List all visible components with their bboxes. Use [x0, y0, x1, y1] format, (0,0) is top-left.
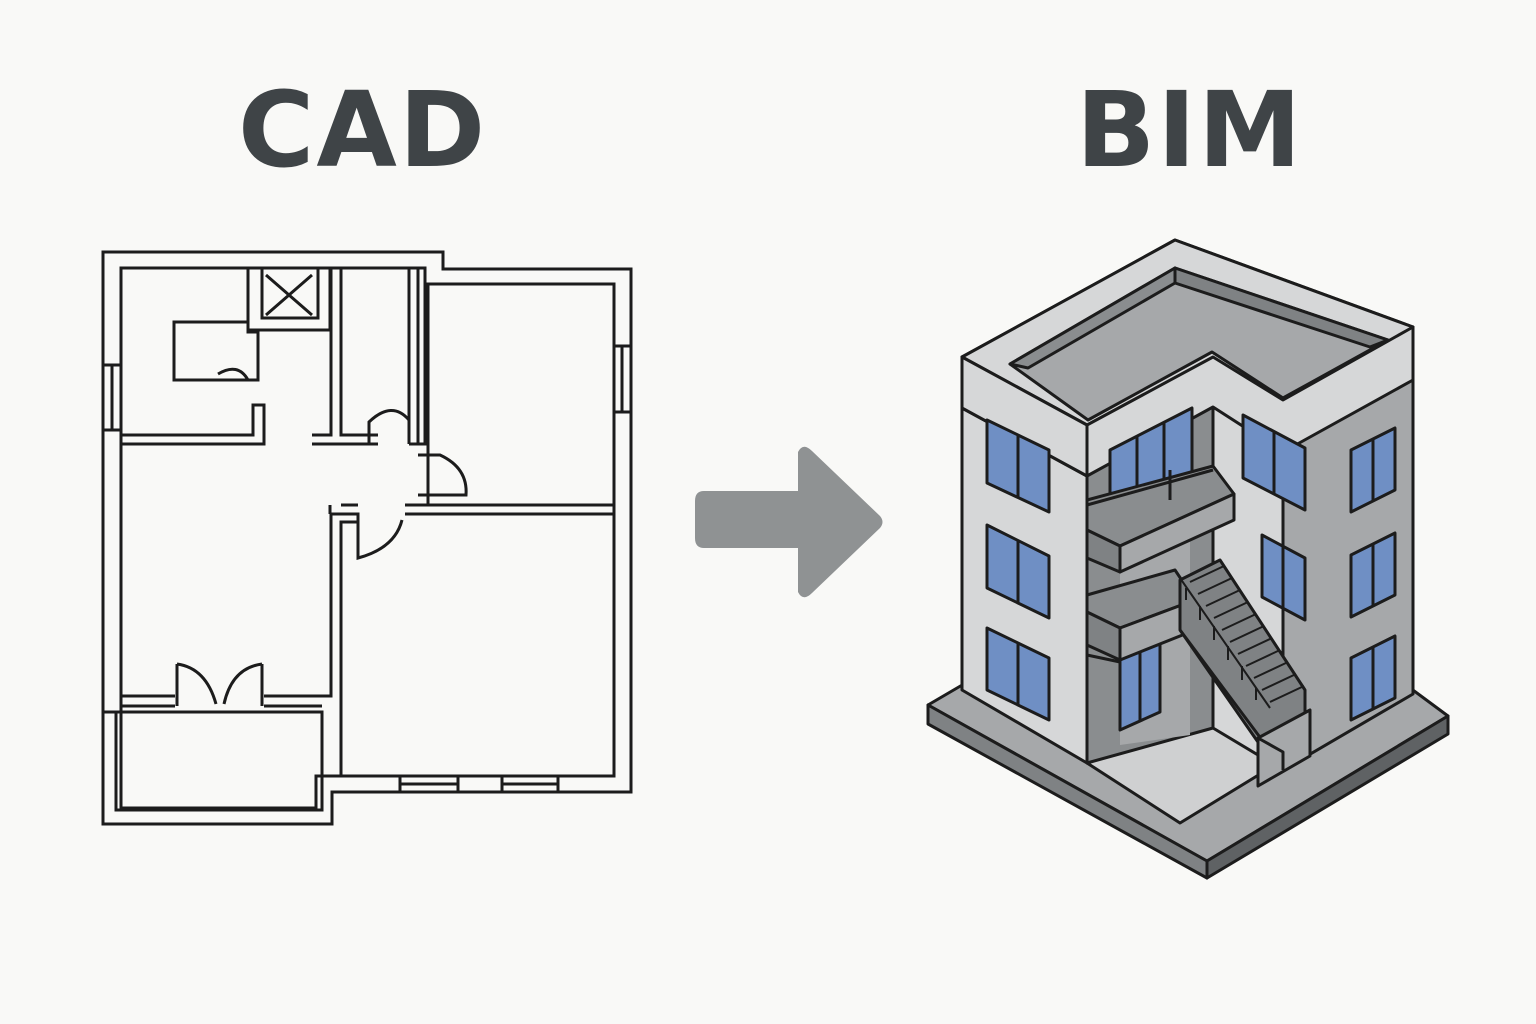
window-mark: [614, 344, 631, 414]
cad-floor-plan: [101, 250, 633, 826]
window-left-1: [985, 418, 1051, 514]
door-swing: [222, 662, 264, 706]
window-right-3: [1349, 634, 1397, 722]
balcony-upper: [1085, 464, 1236, 574]
window-right-2: [1349, 531, 1397, 619]
balcony: [103, 710, 324, 812]
window-mark: [103, 363, 121, 432]
bim-title: BIM: [1076, 69, 1304, 191]
door-swing: [175, 662, 218, 706]
arrow-right-icon: [695, 446, 883, 598]
window-left-2: [985, 523, 1051, 620]
courtyard-wall: [1256, 708, 1312, 788]
cad-title: CAD: [238, 69, 488, 191]
window-mark: [398, 776, 460, 792]
door-swing: [356, 519, 404, 560]
window-mark: [500, 776, 560, 792]
inner-wall: [119, 266, 616, 810]
window-right-1: [1349, 426, 1397, 514]
door-swing: [217, 367, 250, 381]
staircase: [1178, 558, 1307, 747]
window-left-3: [985, 626, 1051, 722]
door-swing: [418, 453, 468, 497]
window-inner-1: [1241, 413, 1307, 512]
base-slab-right: [1205, 714, 1450, 880]
bim-building: [926, 238, 1450, 880]
door-swing: [367, 409, 411, 444]
window-inner-2: [1260, 533, 1307, 622]
balcony-lower: [1085, 568, 1197, 664]
outer-wall: [101, 250, 633, 826]
